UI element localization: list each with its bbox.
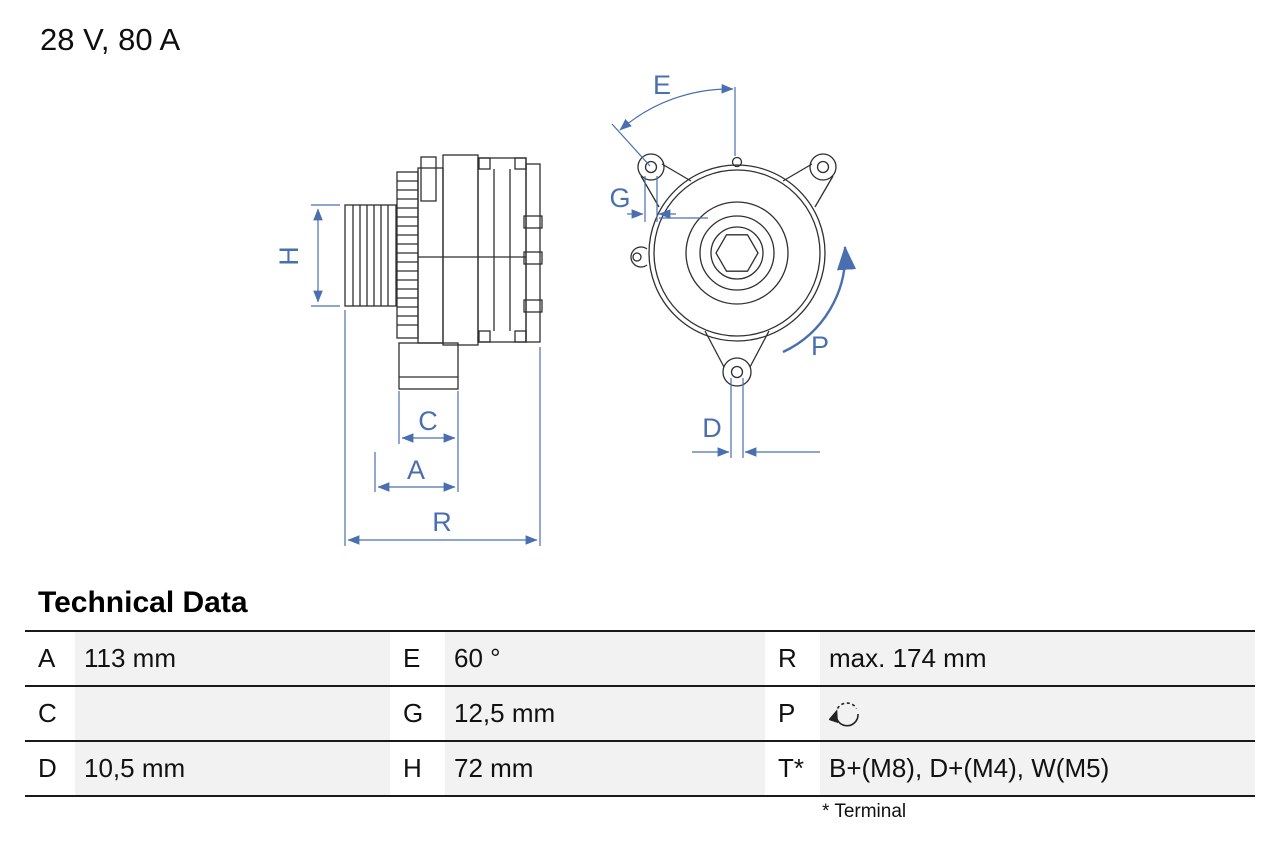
fan-fins — [396, 171, 419, 339]
spec-value-E: 60 ° — [445, 632, 765, 687]
front-view — [630, 153, 837, 387]
front-view-dimensions — [611, 83, 857, 458]
technical-data-table: A 113 mm E 60 ° R max. 174 mm C G 12,5 m… — [25, 630, 1255, 797]
spec-value-G: 12,5 mm — [445, 687, 765, 742]
dim-label-C: C — [418, 406, 438, 436]
spec-value-H: 72 mm — [445, 742, 765, 797]
dim-label-D: D — [702, 413, 722, 443]
spec-value-R: max. 174 mm — [820, 632, 1255, 687]
spec-value-C — [75, 687, 390, 742]
dim-label-E: E — [653, 70, 671, 100]
dim-label-A: A — [407, 455, 425, 485]
terminal-footnote: * Terminal — [822, 801, 907, 822]
dim-label-R: R — [432, 507, 452, 537]
spec-value-P — [820, 687, 1255, 742]
spec-label-P: P — [765, 687, 820, 742]
mounting-ear-bottom — [722, 357, 752, 387]
voltage-amperage-rating: 28 V, 80 A — [40, 22, 181, 57]
spec-value-D: 10,5 mm — [75, 742, 390, 797]
spec-value-T: B+(M8), D+(M4), W(M5) — [820, 742, 1255, 797]
dim-label-P: P — [811, 331, 829, 361]
dim-label-H: H — [274, 246, 304, 266]
spec-label-A: A — [25, 632, 75, 687]
technical-data-heading: Technical Data — [38, 586, 248, 619]
spec-label-T: T* — [765, 742, 820, 797]
mounting-ear-top-right — [809, 153, 837, 181]
rotation-arrow — [782, 245, 857, 354]
spec-label-G: G — [390, 687, 445, 742]
dim-label-G: G — [609, 183, 630, 213]
dimension-labels: H C A R E G D P — [274, 70, 829, 537]
side-view-dimensions — [311, 204, 541, 546]
mounting-ear-top-left — [637, 153, 665, 181]
spec-label-E: E — [390, 632, 445, 687]
rotation-direction-icon — [829, 701, 859, 727]
spec-label-H: H — [390, 742, 445, 797]
side-view — [344, 154, 543, 390]
mounting-ear-left — [630, 246, 648, 268]
spec-label-C: C — [25, 687, 75, 742]
mounting-lug — [398, 342, 459, 390]
alternator-technical-drawing: H C A R E G D P — [274, 70, 857, 546]
pulley — [344, 204, 397, 307]
spec-label-R: R — [765, 632, 820, 687]
shaft-hex-nut — [715, 234, 759, 272]
spec-value-A: 113 mm — [75, 632, 390, 687]
spec-label-D: D — [25, 742, 75, 797]
